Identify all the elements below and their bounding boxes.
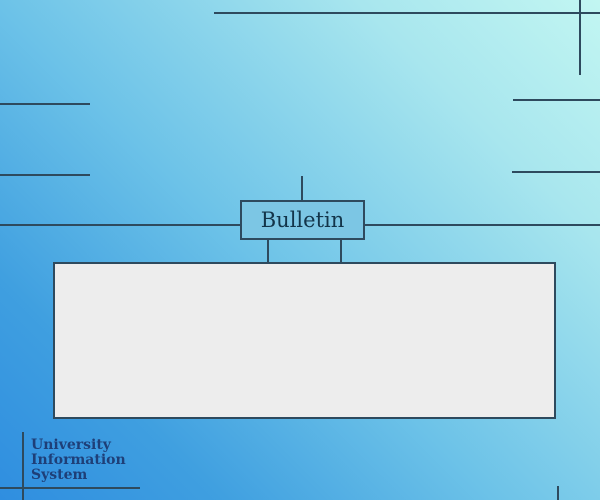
header-right-connector bbox=[365, 224, 600, 226]
top-rule-line bbox=[214, 12, 600, 14]
header-stub-line bbox=[301, 176, 303, 200]
bottom-right-stub-line bbox=[557, 486, 559, 500]
brand-line-university: University bbox=[31, 437, 111, 453]
brand-line-information: Information bbox=[31, 452, 126, 468]
header-left-connector bbox=[0, 224, 240, 226]
bulletin-header: Bulletin bbox=[240, 200, 365, 240]
bulletin-title: Bulletin bbox=[260, 208, 345, 232]
left-rule-line-2 bbox=[0, 174, 90, 176]
right-rule-line-2 bbox=[512, 171, 600, 173]
top-right-vertical-line bbox=[579, 0, 581, 75]
panel-connector-left bbox=[267, 240, 269, 262]
left-rule-line-1 bbox=[0, 103, 90, 105]
brand-vertical-line bbox=[22, 432, 24, 500]
brand-underline bbox=[0, 487, 140, 489]
brand-line-system: System bbox=[31, 467, 88, 483]
panel-connector-right bbox=[340, 240, 342, 262]
bulletin-panel bbox=[53, 262, 556, 419]
right-rule-line-1 bbox=[513, 99, 600, 101]
university-information-system-logo: University Information System bbox=[31, 438, 126, 483]
